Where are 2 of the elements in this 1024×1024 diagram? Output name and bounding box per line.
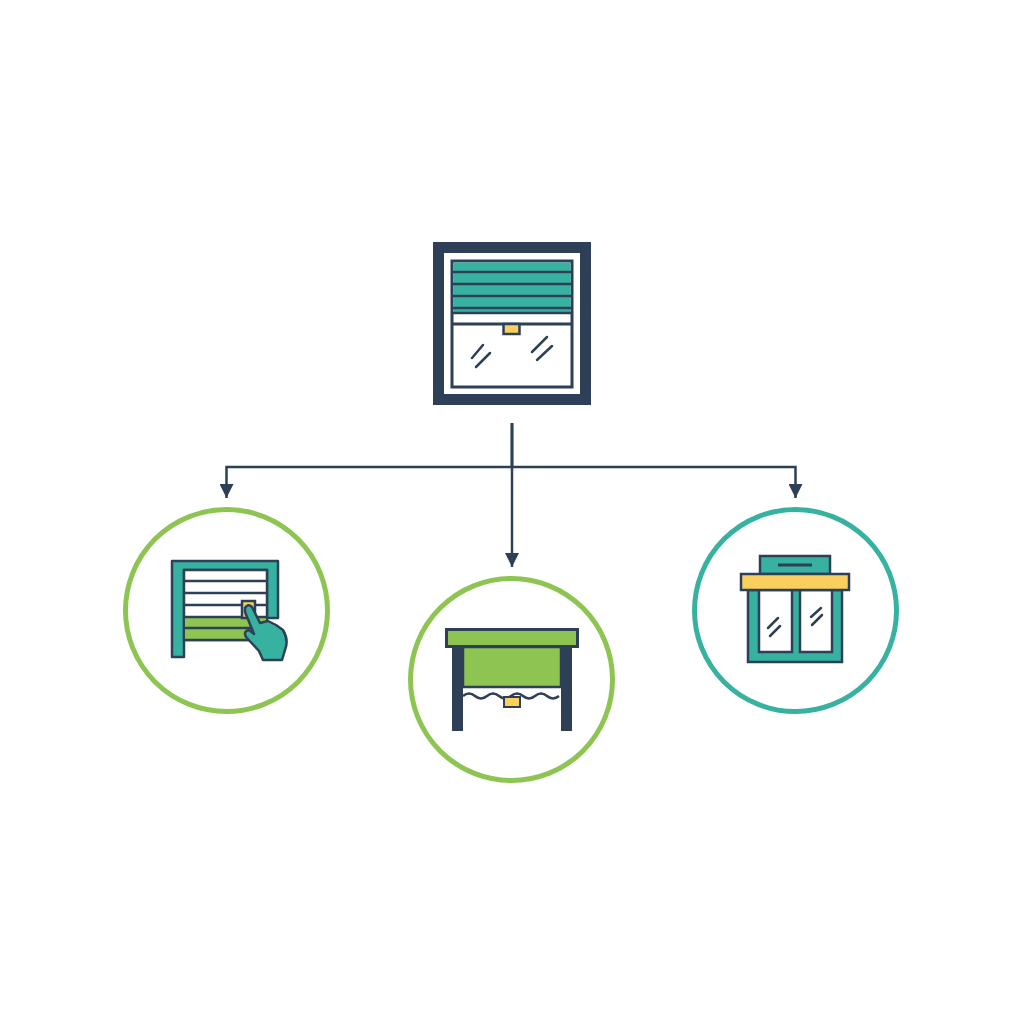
window-roller-shutter-picture <box>433 242 591 405</box>
connector-arrow <box>510 423 803 498</box>
